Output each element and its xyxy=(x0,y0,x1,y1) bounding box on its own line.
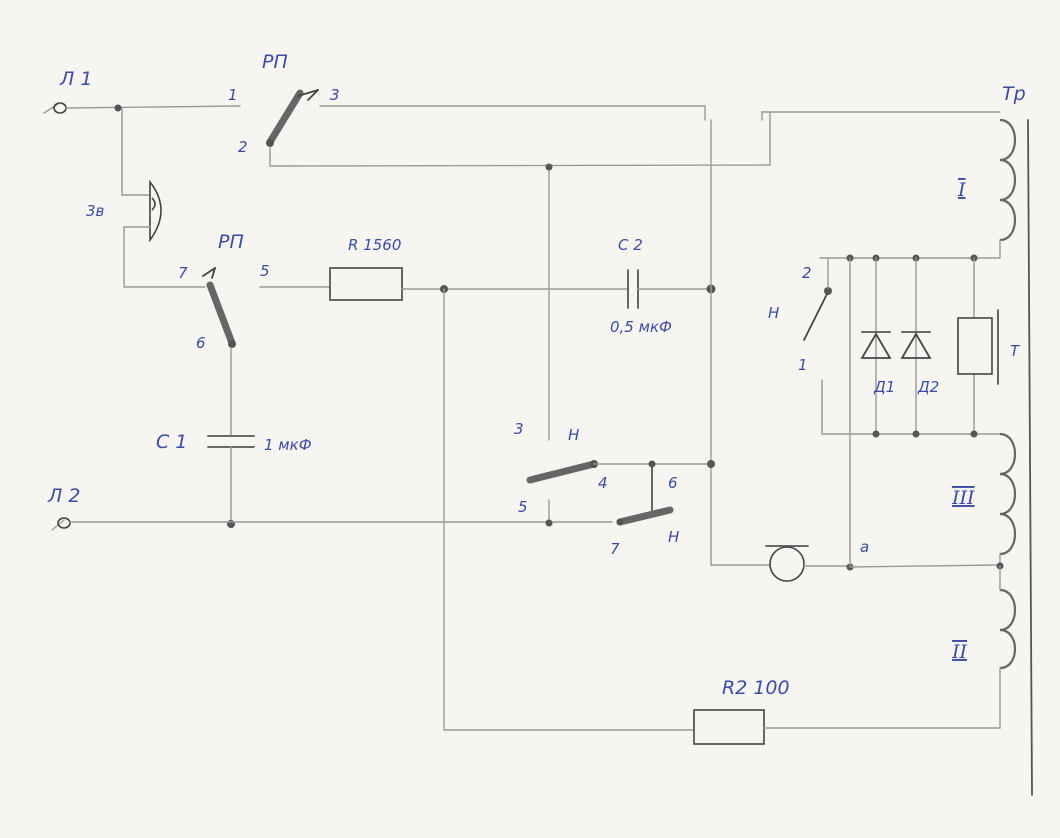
label-t: Т xyxy=(1010,342,1021,360)
label-l1: Л 1 xyxy=(59,68,92,90)
label-node-a: а xyxy=(860,538,869,556)
transformer-tr xyxy=(996,118,1033,796)
label-h-right-2: 2 xyxy=(802,264,812,282)
diode-d2 xyxy=(900,331,932,359)
label-coil-i: I xyxy=(957,179,966,201)
label-h-right-1: 1 xyxy=(798,356,808,374)
receiver-earpiece xyxy=(710,545,1001,582)
relay-contact-rp-middle xyxy=(202,267,331,437)
label-rp-top: РП xyxy=(262,51,288,73)
label-tr: Тр xyxy=(1002,83,1026,105)
transmitter-t xyxy=(957,309,999,385)
label-l2: Л 2 xyxy=(47,485,80,507)
label-n-3: 3 xyxy=(514,420,524,438)
label-n-6: 6 xyxy=(668,474,678,492)
resistor-r2 xyxy=(443,709,1001,745)
label-r1: R 1560 xyxy=(348,236,401,254)
resistor-r1560 xyxy=(329,267,629,301)
label-rp-top-1: 1 xyxy=(228,86,238,104)
diode-d1 xyxy=(860,331,892,359)
label-rp-top-3: 3 xyxy=(330,86,340,104)
label-d2: Д2 xyxy=(917,378,939,396)
hook-switch-h-right xyxy=(803,257,832,341)
label-rp-middle: РП xyxy=(218,231,244,253)
label-n-h2: Н xyxy=(668,528,679,546)
hook-switch-h-lower xyxy=(526,460,715,527)
terminal-l1 xyxy=(43,102,241,114)
label-rp-middle-5: 5 xyxy=(260,262,270,280)
label-d1: Д1 xyxy=(873,378,895,396)
label-n-5: 5 xyxy=(518,498,528,516)
label-c2-value: 0,5 мкФ xyxy=(610,318,672,336)
label-zv: 3в xyxy=(86,202,105,220)
bell-zv xyxy=(121,107,206,288)
label-c1-value: 1 мкФ xyxy=(264,436,312,454)
label-c1: С 1 xyxy=(156,431,187,453)
label-n-4: 4 xyxy=(598,474,608,492)
junction-center-top xyxy=(545,163,553,171)
label-n-h: Н xyxy=(568,426,579,444)
label-c2: С 2 xyxy=(618,236,643,254)
label-h-right: Н xyxy=(768,304,779,322)
label-rp-middle-7: 7 xyxy=(178,264,188,282)
label-coil-ii: II xyxy=(951,641,968,663)
terminal-l2 xyxy=(51,517,613,531)
label-n-7: 7 xyxy=(610,540,620,558)
label-r2: R2 100 xyxy=(722,677,790,699)
relay-contact-rp-top xyxy=(266,89,1001,167)
label-rp-middle-6: 6 xyxy=(196,334,206,352)
label-rp-top-2: 2 xyxy=(238,138,248,156)
right-block xyxy=(819,254,1001,567)
label-coil-iii: III xyxy=(951,487,975,509)
